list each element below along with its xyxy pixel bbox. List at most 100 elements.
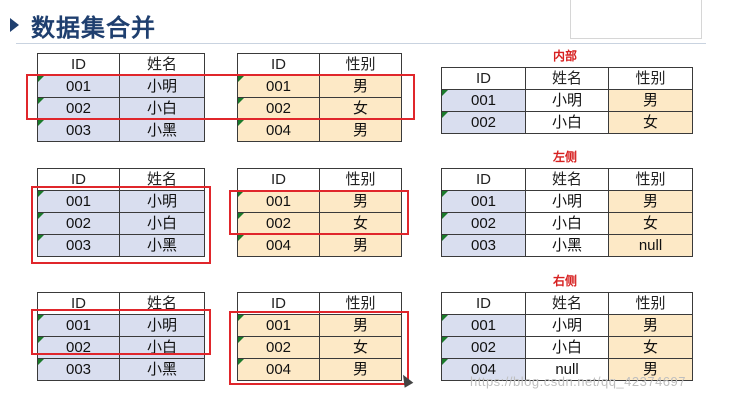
header-name: 姓名 [525,168,609,191]
id-cell: 003 [37,358,120,381]
id-cell: 003 [441,234,526,257]
title-divider [16,43,706,44]
header-gender: 性别 [608,67,693,90]
header-name: 姓名 [525,67,609,90]
id-cell: 001 [37,190,120,213]
left-join-label: 左侧 [553,150,578,164]
highlight-box [26,74,415,120]
gender-cell: 男 [319,358,402,381]
gender-cell: 男 [608,190,693,213]
id-cell: 001 [441,190,526,213]
overlay-panel [570,0,702,39]
header-name: 姓名 [119,53,205,76]
highlight-box [31,186,211,264]
id-cell: 001 [37,314,120,337]
id-cell: 001 [237,190,320,213]
gender-cell: 女 [608,111,693,134]
id-cell: 001 [441,89,526,112]
gender-cell: 男 [608,314,693,337]
header-id: ID [441,67,526,90]
highlight-box [229,311,409,385]
header-gender: 性别 [608,292,693,315]
name-cell: 小明 [119,190,205,213]
gender-cell: 男 [319,75,402,98]
highlight-box [31,309,211,355]
watermark-text: https://blog.csdn.net/qq_42374697 [470,374,686,389]
triangle-bullet-icon [10,18,19,32]
gender-cell: 女 [608,212,693,235]
name-cell: 小明 [525,314,609,337]
title-bar: 数据集合并 [10,8,156,42]
gender-cell: 男 [319,190,402,213]
name-cell: 小黑 [119,119,205,142]
name-cell: 小明 [525,190,609,213]
gender-cell: 男 [608,358,693,381]
name-cell: 小白 [525,111,609,134]
highlight-box [229,190,409,235]
id-cell: 002 [441,336,526,359]
gender-cell: 女 [608,336,693,359]
id-cell: 002 [441,111,526,134]
name-cell: 小明 [525,89,609,112]
name-cell: 小黑 [119,234,205,257]
header-id: ID [441,292,526,315]
header-gender: 性别 [608,168,693,191]
gender-cell: 女 [319,97,402,120]
id-cell: 001 [441,314,526,337]
id-cell: 004 [237,358,320,381]
name-cell: 小白 [525,336,609,359]
header-gender: 性别 [319,53,402,76]
id-cell: 002 [237,336,320,359]
header-id: ID [441,168,526,191]
id-cell: 002 [441,212,526,235]
gender-cell: 男 [319,314,402,337]
id-cell: 001 [237,75,320,98]
id-cell: 004 [237,234,320,257]
name-cell: 小白 [119,97,205,120]
id-cell: 004 [237,119,320,142]
id-cell: 002 [37,97,120,120]
right-join-label: 右侧 [553,274,578,288]
gender-cell: 男 [319,234,402,257]
id-cell: 003 [37,119,120,142]
header-name: 姓名 [525,292,609,315]
id-cell: 001 [37,75,120,98]
gender-cell: 男 [608,89,693,112]
header-id: ID [237,168,320,191]
header-id: ID [37,53,120,76]
mouse-cursor-icon [398,372,414,388]
header-id: ID [37,168,120,191]
name-cell: 小黑 [525,234,609,257]
gender-cell: 男 [319,119,402,142]
page-title: 数据集合并 [31,14,156,42]
id-cell: 002 [237,212,320,235]
